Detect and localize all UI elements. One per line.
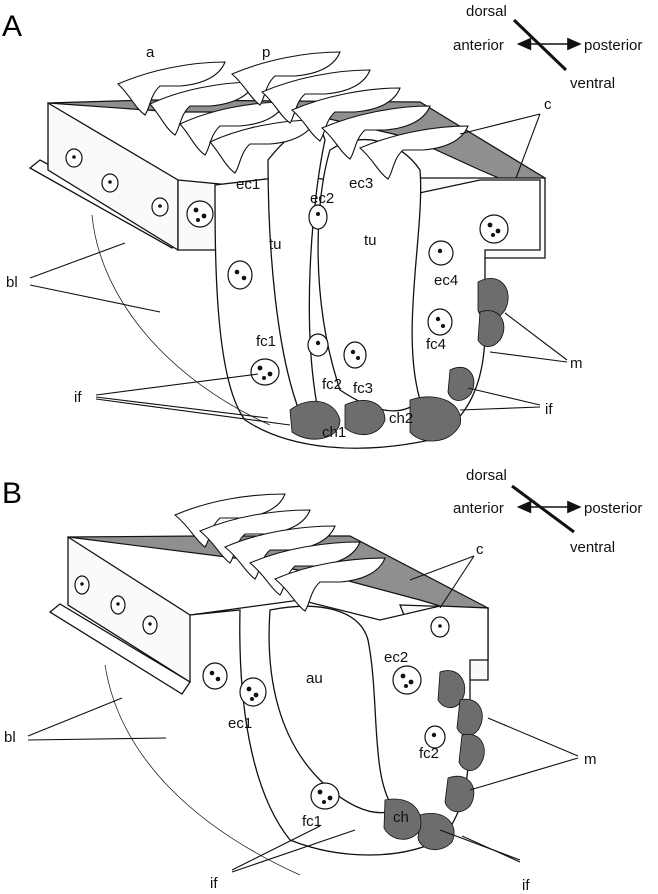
scale-row-a bbox=[117, 61, 316, 174]
panel-b-compass: dorsal anterior posterior ventral bbox=[453, 467, 642, 556]
label-b-ch: ch bbox=[393, 809, 409, 826]
label-b-if-right: if bbox=[522, 877, 530, 894]
panel-b-letter: B bbox=[2, 477, 22, 510]
compass-b-posterior: posterior bbox=[584, 500, 642, 517]
nuclei-b bbox=[74, 575, 450, 810]
leader-lines-b bbox=[27, 555, 579, 873]
label-fc3: fc3 bbox=[353, 380, 373, 397]
compass-ventral: ventral bbox=[570, 75, 615, 92]
label-fc1: fc1 bbox=[256, 333, 276, 350]
label-fc2: fc2 bbox=[322, 376, 342, 393]
epithelium-cut-face-b bbox=[67, 535, 191, 684]
label-m: m bbox=[570, 355, 583, 372]
label-ch1: ch1 bbox=[322, 424, 346, 441]
label-c: c bbox=[544, 96, 552, 113]
label-ec1: ec1 bbox=[236, 176, 260, 193]
label-tu-2: tu bbox=[364, 232, 377, 249]
compass-b-dorsal: dorsal bbox=[466, 467, 507, 484]
label-ec3: ec3 bbox=[349, 175, 373, 192]
label-b-fc1: fc1 bbox=[302, 813, 322, 830]
dorsal-ventral-axis bbox=[512, 18, 568, 72]
label-b-au: au bbox=[306, 670, 323, 687]
basal-lamina-outline bbox=[91, 214, 271, 426]
label-b-m: m bbox=[584, 751, 597, 768]
label-b-ec1: ec1 bbox=[228, 715, 252, 732]
label-a: a bbox=[146, 44, 155, 61]
dorsal-ventral-axis-b bbox=[511, 484, 575, 534]
panel-a: A dorsal anterior posterior ventral bbox=[2, 3, 642, 449]
scale-row-p bbox=[230, 51, 469, 180]
compass-b-ventral: ventral bbox=[570, 539, 615, 556]
label-bl: bl bbox=[6, 274, 18, 291]
compass-anterior: anterior bbox=[453, 37, 504, 54]
panel-a-compass: dorsal anterior posterior ventral bbox=[453, 3, 642, 92]
label-ch2: ch2 bbox=[389, 410, 413, 427]
nuclei-a bbox=[65, 148, 509, 386]
label-b-if-left: if bbox=[210, 875, 218, 892]
label-b-bl: bl bbox=[4, 729, 16, 746]
muscle-block-b bbox=[383, 670, 485, 851]
label-tu-1: tu bbox=[269, 236, 282, 253]
compass-posterior: posterior bbox=[584, 37, 642, 54]
scale-row-b bbox=[173, 493, 386, 612]
label-b-ec2: ec2 bbox=[384, 649, 408, 666]
panel-a-letter: A bbox=[2, 10, 22, 43]
label-if-right: if bbox=[545, 401, 553, 418]
compass-b-anterior: anterior bbox=[453, 500, 504, 517]
label-ec4: ec4 bbox=[434, 272, 458, 289]
label-b-c: c bbox=[476, 541, 484, 558]
leader-lines-a bbox=[29, 113, 568, 426]
compass-dorsal: dorsal bbox=[466, 3, 507, 20]
label-ec2: ec2 bbox=[310, 190, 334, 207]
panel-b: B dorsal anterior posterior ventral bbox=[2, 467, 642, 894]
label-fc4: fc4 bbox=[426, 336, 446, 353]
muscle-block-a bbox=[289, 277, 509, 442]
label-b-fc2: fc2 bbox=[419, 745, 439, 762]
label-if-left: if bbox=[74, 389, 82, 406]
label-p: p bbox=[262, 44, 270, 61]
